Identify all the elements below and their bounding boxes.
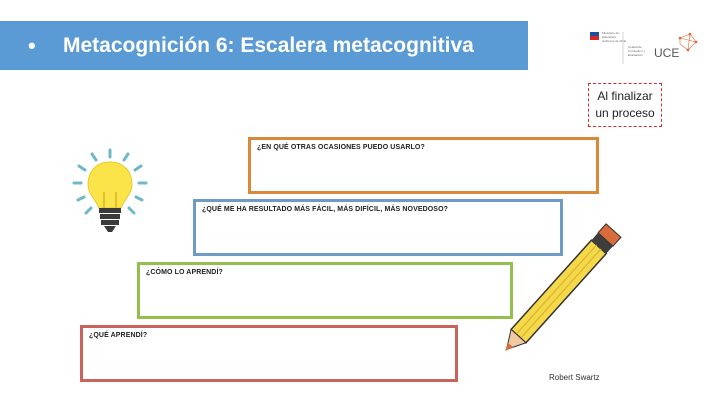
note-line-2: un proceso [595, 106, 655, 120]
title-bar: • Metacognición 6: Escalera metacognitiv… [0, 21, 528, 70]
author-credit: Robert Swartz [549, 373, 600, 382]
ministry-line-2: Educación [602, 35, 616, 39]
ministry-line-3: Gobierno de Chile [602, 39, 627, 43]
step-4-box: ¿En qué otras ocasiones puedo usarlo? [248, 137, 599, 194]
step-2-box: ¿Cómo lo aprendí? [137, 262, 513, 319]
ministry-line-1: Ministerio de [602, 31, 619, 35]
process-note: Al finalizar un proceso [588, 83, 662, 127]
step-1-question: ¿Qué aprendí? [89, 332, 148, 339]
uce-small-3: Evaluación [628, 53, 643, 57]
uce-small-1: Unidad de [628, 45, 642, 49]
uce-logo: Unidad de Currículum y Evaluación UCE [628, 32, 698, 60]
step-1-box: ¿Qué aprendí? [80, 325, 458, 382]
note-line-1: Al finalizar [597, 89, 653, 103]
pencil-icon [505, 223, 622, 351]
network-icon [678, 32, 698, 52]
lightbulb-icon [72, 148, 148, 232]
step-2-question: ¿Cómo lo aprendí? [146, 269, 223, 276]
title-bullet: • [28, 32, 36, 58]
step-3-box: ¿Qué me ha resultado más fácil, más difí… [193, 199, 563, 256]
step-3-question: ¿Qué me ha resultado más fácil, más difí… [202, 206, 449, 213]
step-4-question: ¿En qué otras ocasiones puedo usarlo? [257, 144, 425, 151]
logos: Ministerio de Educación Gobierno de Chil… [590, 31, 698, 64]
uce-wordmark: UCE [654, 46, 679, 60]
ministry-logo: Ministerio de Educación Gobierno de Chil… [590, 31, 627, 43]
page-title: Metacognición 6: Escalera metacognitiva [63, 33, 474, 57]
uce-small-2: Currículum y [628, 49, 646, 53]
